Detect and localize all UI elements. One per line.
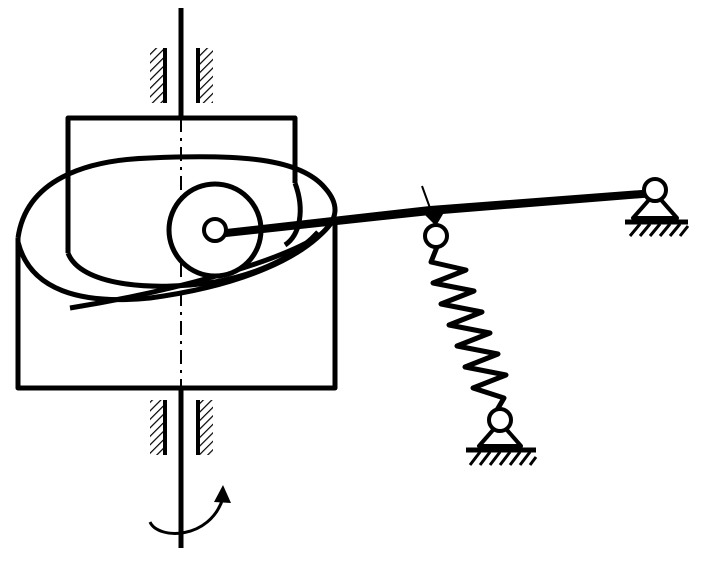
fixed-pivot [625,177,690,237]
roller-follower [166,181,264,279]
cam-body [15,115,338,391]
lower-bearing [150,400,213,455]
rotation-arrow-icon [148,485,231,535]
spring-ground-pivot [466,407,538,466]
upper-bearing [150,48,213,103]
spring [428,246,509,412]
spring-top-pin [423,223,449,249]
